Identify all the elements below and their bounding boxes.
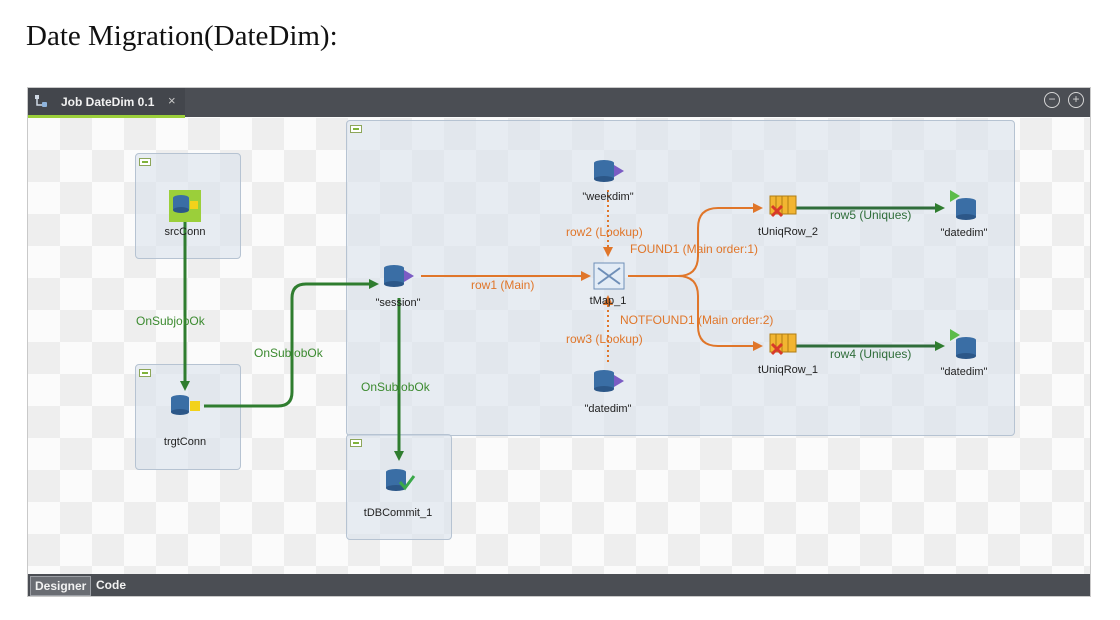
subjob-collapse-icon[interactable] <box>139 369 151 377</box>
tab-job-datedim[interactable]: Job DateDim 0.1 × <box>28 88 185 118</box>
subjob-main[interactable] <box>346 120 1015 436</box>
database-input-icon <box>594 160 624 182</box>
subjob-trgtconn[interactable] <box>135 364 241 470</box>
uniqrow-icon <box>769 333 797 356</box>
link-found1[interactable] <box>628 203 763 277</box>
database-output-icon <box>950 190 976 220</box>
component-label: "datedim" <box>585 403 632 415</box>
component-label: tDBCommit_1 <box>364 507 432 519</box>
component-session[interactable]: "session" <box>375 265 421 309</box>
link-notfound1[interactable] <box>628 275 763 351</box>
link-label-row1: row1 (Main) <box>471 278 534 292</box>
link-label-row2: row2 (Lookup) <box>566 225 643 239</box>
database-output-icon <box>950 329 976 359</box>
job-graph: OnSubjobOk OnSubjobOk OnSubjobOk row1 (M… <box>136 160 988 519</box>
component-label: srcConn <box>165 226 206 238</box>
component-label: "session" <box>375 297 420 309</box>
component-trgtconn[interactable]: trgtConn <box>164 395 206 448</box>
component-label: tUniqRow_2 <box>758 226 818 238</box>
link-label-onsubjobok-1: OnSubjobOk <box>136 314 206 328</box>
component-tuniqrow-2[interactable]: tUniqRow_2 <box>758 195 818 238</box>
link-label-onsubjobok-3: OnSubjobOk <box>361 380 431 394</box>
component-label: trgtConn <box>164 436 206 448</box>
link-label-row5: row5 (Uniques) <box>830 208 911 222</box>
zoom-in-icon[interactable]: + <box>1068 92 1084 108</box>
link-onsubjobok-2[interactable] <box>204 279 379 408</box>
tab-label: Job DateDim 0.1 <box>61 95 155 109</box>
component-datedim-output-1[interactable]: "datedim" <box>941 190 988 239</box>
job-icon <box>35 95 47 107</box>
subjob-collapse-icon[interactable] <box>350 125 362 133</box>
designer-canvas[interactable]: OnSubjobOk OnSubjobOk OnSubjobOk row1 (M… <box>28 118 1090 574</box>
database-commit-icon <box>386 469 416 491</box>
link-label-onsubjobok-2: OnSubjobOk <box>254 346 324 360</box>
database-input-icon <box>384 265 414 287</box>
link-label-notfound1: NOTFOUND1 (Main order:2) <box>620 313 773 327</box>
uniqrow-icon <box>769 195 797 218</box>
database-connection-icon <box>173 195 198 213</box>
subjob-collapse-icon[interactable] <box>350 439 362 447</box>
database-connection-icon <box>171 395 200 415</box>
editor-titlebar: Job DateDim 0.1 × − + <box>28 88 1090 118</box>
close-icon[interactable]: × <box>168 93 176 108</box>
tmap-icon <box>593 262 625 290</box>
page-heading: Date Migration(DateDim): <box>26 20 338 52</box>
component-tmap[interactable]: tMap_1 <box>590 262 627 307</box>
link-label-found1: FOUND1 (Main order:1) <box>630 242 758 256</box>
component-weekdim[interactable]: "weekdim" <box>582 160 634 203</box>
component-tdbcommit[interactable]: tDBCommit_1 <box>364 469 432 519</box>
component-srcconn[interactable]: srcConn <box>165 190 206 238</box>
tab-code[interactable]: Code <box>96 578 126 592</box>
subjob-collapse-icon[interactable] <box>139 158 151 166</box>
component-label: "weekdim" <box>582 191 633 203</box>
component-label: tMap_1 <box>590 295 627 307</box>
zoom-out-icon[interactable]: − <box>1044 92 1060 108</box>
component-label: "datedim" <box>941 366 988 378</box>
link-label-row3: row3 (Lookup) <box>566 332 643 346</box>
link-label-row4: row4 (Uniques) <box>830 347 911 361</box>
component-label: "datedim" <box>941 227 988 239</box>
component-tuniqrow-1[interactable]: tUniqRow_1 <box>758 333 818 376</box>
component-datedim-output-2[interactable]: "datedim" <box>941 329 988 378</box>
editor-bottom-tabs: Designer Code <box>28 574 1090 596</box>
database-input-icon <box>594 370 624 392</box>
component-datedim-lookup[interactable]: "datedim" <box>585 370 632 415</box>
tab-designer[interactable]: Designer <box>30 576 92 596</box>
job-designer-window: Job DateDim 0.1 × − + <box>27 87 1091 597</box>
component-label: tUniqRow_1 <box>758 364 818 376</box>
